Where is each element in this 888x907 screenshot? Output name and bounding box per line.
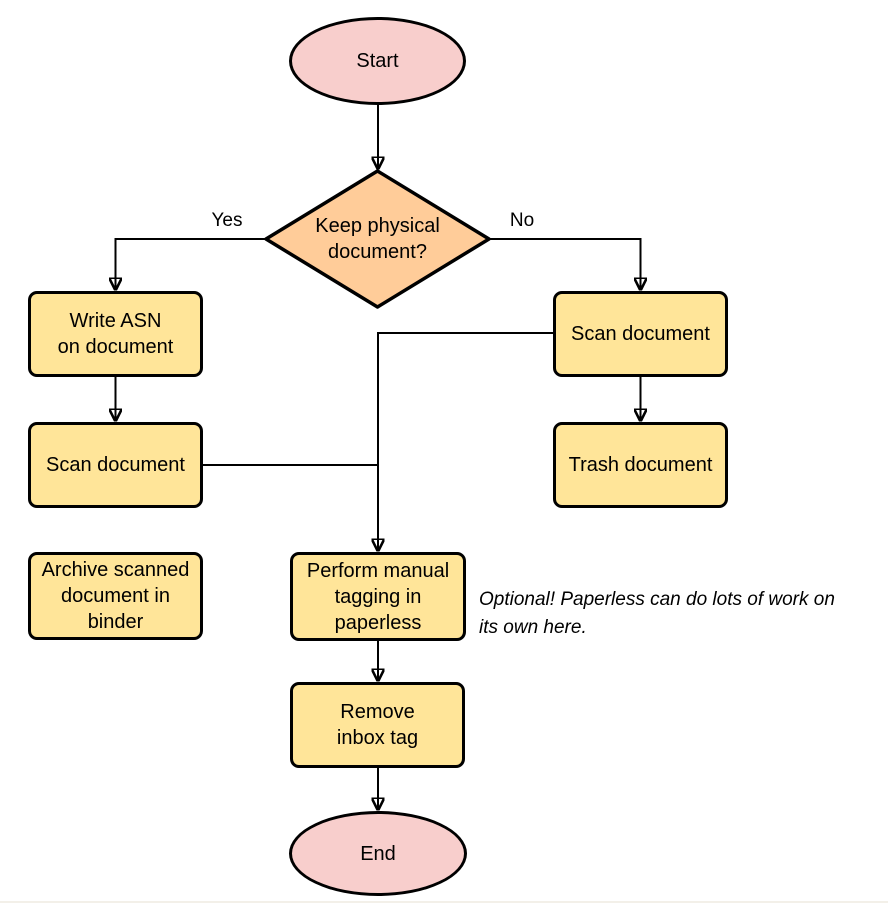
node-scan-document-right: Scan document [553, 291, 728, 377]
edge-decision-to-write-asn [116, 238, 266, 290]
node-manual-tagging: Perform manual tagging in paperless [290, 552, 466, 641]
node-end: End [289, 811, 467, 896]
node-scan-document-left: Scan document [28, 422, 203, 508]
node-trash-document: Trash document [553, 422, 728, 508]
node-end-label: End [360, 842, 396, 865]
node-archive-binder-label: Archive scanned document in binder [41, 559, 190, 633]
edge-scan-right-to-tagging [378, 332, 553, 551]
bottom-divider [0, 901, 888, 903]
node-remove-inbox-tag-label: Remove inbox tag [336, 701, 419, 749]
node-write-asn: Write ASN on document [28, 291, 203, 377]
node-decision-label: Keep physical document? [315, 215, 440, 263]
node-start-label: Start [356, 50, 399, 72]
node-remove-inbox-tag: Remove inbox tag [290, 682, 465, 768]
node-start: Start [289, 17, 466, 105]
node-scan-document-right-label: Scan document [571, 323, 710, 345]
node-write-asn-label: Write ASN on document [57, 310, 174, 358]
node-scan-document-left-label: Scan document [46, 454, 185, 476]
edge-decision-to-scan-right [489, 238, 641, 290]
edge-label-no: No [509, 210, 535, 231]
annotation-optional-note: Optional! Paperless can do lots of work … [479, 589, 835, 638]
node-manual-tagging-label: Perform manual tagging in paperless [306, 559, 450, 634]
decision-diamond-shape [264, 169, 491, 309]
node-archive-binder: Archive scanned document in binder [28, 552, 203, 640]
node-trash-document-label: Trash document [568, 454, 713, 476]
node-decision: Keep physical document? [264, 169, 491, 309]
edge-label-yes: Yes [211, 210, 243, 231]
